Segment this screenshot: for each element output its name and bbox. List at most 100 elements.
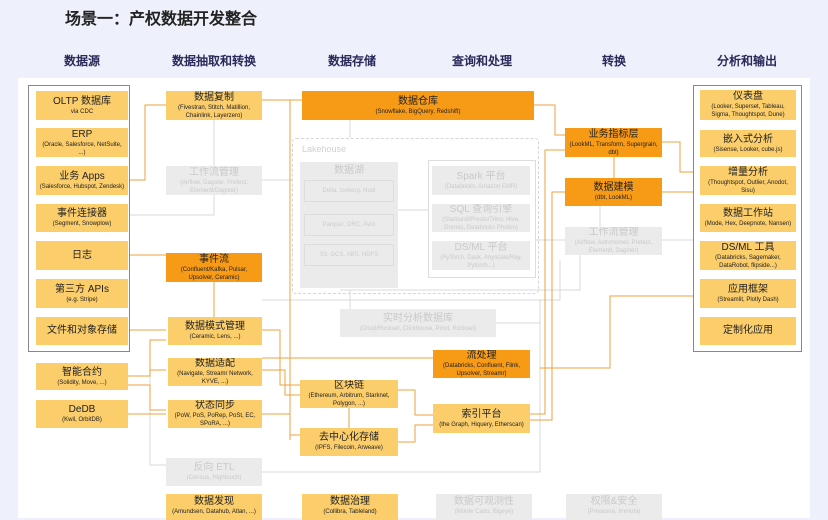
box-subtitle: (Airflow, Dagster, Prefect, Elementl/Dag… bbox=[180, 179, 248, 194]
box-subtitle: (Monte Carlo, Bigeye) bbox=[454, 509, 514, 515]
box-subtitle: (e.g. Stripe) bbox=[66, 296, 98, 303]
output-dashboard[interactable]: 仪表盘(Looker, Superset, Tableau, Sigma, Th… bbox=[700, 90, 796, 120]
box-subtitle: (Looker, Superset, Tableau, Sigma, Thoug… bbox=[711, 104, 785, 118]
output-incremental-analysis[interactable]: 增量分析(Thoughtspot, Outlier, Anodot, Sisu) bbox=[700, 166, 796, 195]
box-title: DS/ML 工具 bbox=[721, 241, 775, 253]
box-subtitle: (Mode, Hex, Deepnote, Nansen) bbox=[704, 221, 792, 227]
box-title: 数据治理 bbox=[330, 496, 370, 507]
box-subtitle: via CDC bbox=[70, 108, 94, 115]
lakehouse-label: Lakehouse bbox=[302, 144, 347, 154]
box-title: DS/ML 平台 bbox=[454, 241, 508, 253]
query-spark[interactable]: Spark 平台(Databricks, Amazon EMR) bbox=[432, 166, 530, 195]
transform-data-modeling[interactable]: 数据建模 (dbt, LookML) bbox=[565, 178, 662, 206]
box-subtitle: (Confluent/Kafka, Pulsar, Upsolver, Cera… bbox=[180, 266, 248, 281]
transform-metrics-layer[interactable]: 业务指标层(LookML, Transform, Supergrain, dbt… bbox=[565, 128, 662, 157]
query-dsml-platform[interactable]: DS/ML 平台(PyTorch, Dask, Anyscale/Ray, Py… bbox=[432, 241, 530, 270]
box-title: 流处理 bbox=[466, 350, 497, 361]
query-observability[interactable]: 数据可观测性 (Monte Carlo, Bigeye) bbox=[436, 494, 532, 520]
box-title: 应用框架 bbox=[728, 283, 768, 295]
query-sql-engine[interactable]: SQL 查询引擎(Starburst/Presto/Trino, Hive, D… bbox=[432, 204, 530, 232]
query-realtime-db[interactable]: 实时分析数据库(Druid/Rockset, Clickhouse, Pinot… bbox=[340, 309, 496, 337]
storage-data-lake[interactable]: 数据湖 Delta, Iceberg, Hudi Parquet, ORC, A… bbox=[300, 162, 398, 288]
extract-schema-management[interactable]: 数据模式管理(Ceramic, Lens, ...) bbox=[168, 317, 262, 345]
box-title: 事件连接器 bbox=[57, 208, 107, 219]
extract-reverse-etl[interactable]: 反向 ETL (Census, Hightouch) bbox=[166, 458, 262, 486]
output-workbench[interactable]: 数据工作站(Mode, Hex, Deepnote, Nansen) bbox=[700, 204, 796, 232]
box-subtitle: (Airflow, Astronomer, Prefect, Elementl,… bbox=[574, 240, 653, 254]
lakehouse-container bbox=[292, 138, 539, 294]
box-subtitle: (PoW, PoS, PoRep, PoSt, EC, SPoRA, ...) bbox=[174, 413, 256, 427]
box-title: 业务 Apps bbox=[59, 170, 105, 182]
box-title: 状态同步 bbox=[195, 400, 235, 411]
column-header-sources: 数据源 bbox=[63, 54, 100, 68]
box-subtitle: (LookML, Transform, Supergrain, dbt) bbox=[569, 141, 658, 156]
lake-table-format: Delta, Iceberg, Hudi bbox=[304, 180, 394, 202]
source-third-party-apis[interactable]: 第三方 APIs(e.g. Stripe) bbox=[36, 279, 128, 308]
output-app-framework[interactable]: 应用框架(Streamlit, Plotly Dash) bbox=[700, 279, 796, 308]
box-title: 智能合约 bbox=[62, 366, 102, 378]
box-title: Spark 平台 bbox=[456, 170, 506, 182]
extract-workflow[interactable]: 工作流管理(Airflow, Dagster, Prefect, Element… bbox=[166, 166, 262, 195]
box-title: 增量分析 bbox=[728, 166, 768, 178]
box-subtitle: (Ethereum, Arbitrum, Starknet, Polygon, … bbox=[308, 393, 390, 407]
lake-object-store: S3, GCS, ABS, HDFS bbox=[304, 244, 394, 266]
box-subtitle: (Sisense, Looker, cube.js) bbox=[713, 146, 783, 153]
query-index-platform[interactable]: 索引平台(the Graph, Hiquery, Etherscan) bbox=[433, 404, 530, 433]
box-subtitle: (Ceramic, Lens, ...) bbox=[189, 334, 241, 340]
box-title: 权限&安全 bbox=[590, 496, 638, 507]
box-title: OLTP 数据库 bbox=[53, 95, 111, 107]
box-subtitle: (Databricks, Amazon EMR) bbox=[444, 183, 518, 190]
box-title: 数据建模 bbox=[593, 182, 634, 193]
extract-event-stream[interactable]: 事件流(Confluent/Kafka, Pulsar, Upsolver, C… bbox=[166, 253, 262, 282]
page-title: 场景一：产权数据开发整合 bbox=[65, 11, 258, 28]
box-title: 区块链 bbox=[334, 380, 364, 391]
output-embedded-analytics[interactable]: 嵌入式分析(Sisense, Looker, cube.js) bbox=[700, 130, 796, 157]
box-subtitle: (Druid/Rockset, Clickhouse, Pinot, Rocks… bbox=[359, 326, 477, 332]
transform-security[interactable]: 权限&安全(Privacera, Immuta) bbox=[566, 494, 662, 520]
query-stream-processing[interactable]: 流处理 (Databricks, Confluent, Flink, Upsolv… bbox=[433, 350, 530, 378]
box-subtitle: (dbt, LookML) bbox=[594, 195, 633, 201]
column-header-transform: 转换 bbox=[601, 54, 626, 68]
column-header-output: 分析和输出 bbox=[716, 54, 777, 68]
source-dedb[interactable]: DeDB (Kwil, OrbitDB) bbox=[36, 400, 128, 428]
box-title: 工作流管理 bbox=[588, 227, 639, 238]
box-subtitle: (Streamlit, Plotly Dash) bbox=[717, 296, 779, 303]
transform-workflow[interactable]: 工作流管理 (Airflow, Astronomer, Prefect, Elem… bbox=[565, 227, 662, 255]
box-subtitle: (Databricks, Sagemaker, DataRobot, flips… bbox=[715, 254, 781, 269]
source-logs[interactable]: 日志 bbox=[36, 241, 128, 270]
storage-governance[interactable]: 数据治理(Collibra, Tableland) bbox=[302, 494, 398, 520]
extract-data-adapter[interactable]: 数据适配(Navigate, Streamr Network, KYVE, ..… bbox=[168, 358, 262, 386]
storage-blockchain[interactable]: 区块链 (Ethereum, Arbitrum, Starknet, Polygo… bbox=[300, 380, 398, 408]
storage-decentralized[interactable]: 去中心化存储 (IPFS, Filecoin, Arweave) bbox=[300, 428, 398, 456]
output-custom-app[interactable]: 定制化应用 bbox=[700, 317, 796, 345]
box-title: 去中心化存储 bbox=[319, 432, 379, 443]
box-title: 定制化应用 bbox=[723, 325, 773, 336]
box-subtitle: (the Graph, Hiquery, Etherscan) bbox=[439, 421, 524, 428]
box-subtitle: (Census, Hightouch) bbox=[186, 475, 242, 481]
output-dsml-tools[interactable]: DS/ML 工具(Databricks, Sagemaker, DataRobo… bbox=[700, 241, 796, 270]
box-title: ERP bbox=[71, 128, 93, 140]
box-title: DeDB bbox=[68, 404, 96, 415]
source-event-connector[interactable]: 事件连接器(Segment, Snowplow) bbox=[36, 204, 128, 232]
source-business-apps[interactable]: 业务 Apps(Salesforce, Hubspot, Zendesk) bbox=[36, 166, 128, 195]
box-title: 数据可观测性 bbox=[454, 496, 514, 507]
column-header-extract: 数据抽取和转换 bbox=[171, 54, 256, 68]
source-smart-contracts[interactable]: 智能合约(Solidity, Move, ...) bbox=[36, 363, 128, 390]
box-subtitle: (PyTorch, Dask, Anyscale/Ray, Pytorch...… bbox=[440, 254, 522, 269]
box-title: 日志 bbox=[72, 249, 92, 261]
source-erp[interactable]: ERP(Oracle, Salesforce, NetSuite, ...) bbox=[36, 128, 128, 157]
box-subtitle: (IPFS, Filecoin, Arweave) bbox=[315, 445, 383, 451]
storage-data-warehouse[interactable]: 数据仓库(Snowflake, BigQuery, Redshift) bbox=[302, 91, 534, 120]
extract-data-discovery[interactable]: 数据发现(Amundsen, Datahub, Atlan, ...) bbox=[166, 494, 262, 520]
extract-state-sync[interactable]: 状态同步 (PoW, PoS, PoRep, PoSt, EC, SPoRA, .… bbox=[168, 400, 262, 428]
box-subtitle: (Salesforce, Hubspot, Zendesk) bbox=[39, 183, 125, 190]
extract-replication[interactable]: 数据复制(Fivestran, Stitch, Matillion, Chain… bbox=[166, 91, 262, 120]
source-file-object-storage[interactable]: 文件和对象存储 bbox=[36, 317, 128, 345]
box-title: 文件和对象存储 bbox=[47, 325, 117, 336]
box-subtitle: (Kwil, OrbitDB) bbox=[62, 417, 102, 423]
box-subtitle: (Databricks, Confluent, Flink, Upsolver,… bbox=[442, 363, 521, 377]
box-subtitle: (Starburst/Presto/Trino, Hive, Dremio, D… bbox=[442, 217, 520, 231]
box-title: 反向 ETL bbox=[193, 462, 235, 473]
